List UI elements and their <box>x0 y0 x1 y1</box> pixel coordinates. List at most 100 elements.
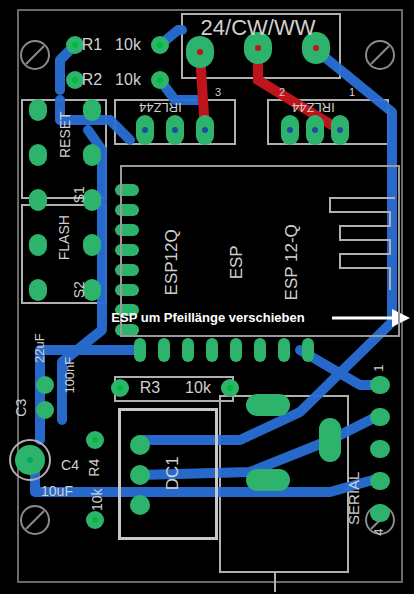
pad <box>66 36 84 54</box>
pad <box>278 338 290 362</box>
pad <box>166 115 184 145</box>
silkscreen-label: R2 <box>82 71 102 89</box>
pad-hole <box>92 517 98 523</box>
pad <box>319 418 341 462</box>
pad-hole <box>157 42 163 48</box>
blue-traces <box>35 30 392 492</box>
silkscreen-label: 2 <box>279 86 285 98</box>
silkscreen-label: ESP um Pfeillänge verschieben <box>111 311 304 325</box>
pad <box>182 338 194 362</box>
pad-hole <box>157 77 163 83</box>
pad <box>115 284 139 296</box>
pad-hole <box>72 42 78 48</box>
silkscreen-label: C3 <box>14 399 29 417</box>
silkscreen-label: R1 <box>82 36 102 54</box>
pad-hole <box>337 127 343 133</box>
pad <box>15 445 45 475</box>
silkscreen-label: 10uF <box>41 484 73 499</box>
pad <box>83 234 101 256</box>
pad-hole <box>197 49 203 55</box>
pad <box>134 338 146 362</box>
pad <box>151 36 169 54</box>
part-label: DC1 <box>164 456 183 490</box>
silkscreen-label: 4 <box>373 528 387 535</box>
pad <box>83 144 101 166</box>
silkscreen-label: 10k <box>89 489 104 512</box>
pad <box>29 189 47 211</box>
pad <box>115 244 139 256</box>
pad <box>115 224 139 236</box>
pad <box>136 115 154 145</box>
silkscreen-label: 100nF <box>63 357 77 394</box>
silkscreen-label: 10k <box>185 379 211 397</box>
pad <box>254 338 266 362</box>
pad-hole <box>172 127 178 133</box>
pad <box>115 324 139 336</box>
pad <box>36 376 54 394</box>
pad <box>221 379 239 397</box>
pad <box>158 338 170 362</box>
capacitor-outline <box>10 440 50 480</box>
antenna <box>330 198 395 290</box>
pad <box>230 338 242 362</box>
silkscreen-label: 22uF <box>33 333 47 363</box>
pad-hole <box>72 77 78 83</box>
silkscreen-label: FLASH <box>57 215 72 260</box>
pad <box>370 440 390 458</box>
silkscreen-label: RESET <box>57 112 72 159</box>
pad <box>206 338 218 362</box>
silkscreen-label: 10k <box>115 36 141 54</box>
silkscreen-label: C4 <box>61 458 79 473</box>
pad-hole <box>287 127 293 133</box>
pad-hole <box>27 457 33 463</box>
pad <box>331 115 349 145</box>
silkscreen-label: 24/CW/WW <box>201 16 316 40</box>
pad-hole <box>142 127 148 133</box>
pad <box>302 338 314 362</box>
silkscreen-label: IRLZ44 <box>139 100 182 114</box>
copper-pads <box>10 32 390 529</box>
pad-hole <box>92 437 98 443</box>
pad <box>86 431 104 449</box>
part-label: ESP12Q <box>163 229 182 295</box>
pad <box>196 115 214 145</box>
silkscreen-label: 1 <box>349 86 355 98</box>
silkscreen-outlines <box>22 14 388 592</box>
pad <box>130 465 150 485</box>
silkscreen-label: R3 <box>140 379 160 397</box>
pad <box>306 115 324 145</box>
pad <box>130 495 150 515</box>
mounting-holes <box>21 41 394 534</box>
pad-hole <box>255 45 261 51</box>
pad <box>370 376 390 394</box>
part-label: ESP <box>228 245 247 279</box>
pad <box>151 71 169 89</box>
pad <box>66 71 84 89</box>
pad <box>370 472 390 490</box>
pad-hole <box>313 45 319 51</box>
silkscreen-label: 3 <box>215 86 221 98</box>
pad-hole <box>117 385 123 391</box>
pad <box>36 401 54 419</box>
pad <box>29 279 47 301</box>
part-label: ESP 12-Q <box>283 224 302 300</box>
pad <box>29 144 47 166</box>
silkscreen-label: R4 <box>87 459 102 477</box>
silkscreen-label: 10k <box>115 71 141 89</box>
pad <box>370 504 390 522</box>
pad <box>29 234 47 256</box>
silkscreen-label: S2 <box>72 281 87 298</box>
silkscreen-label: SERIAL <box>347 471 364 524</box>
pad <box>115 204 139 216</box>
pad <box>281 115 299 145</box>
pad <box>115 184 139 196</box>
silkscreen-label: 1 <box>373 364 387 371</box>
pad <box>246 394 290 416</box>
silkscreen-label: IRLZ44 <box>292 100 335 114</box>
board-outline <box>18 10 402 582</box>
pad <box>86 511 104 529</box>
dc-converter: DC1 <box>118 408 218 540</box>
pad-hole <box>312 127 318 133</box>
pad <box>29 99 47 121</box>
